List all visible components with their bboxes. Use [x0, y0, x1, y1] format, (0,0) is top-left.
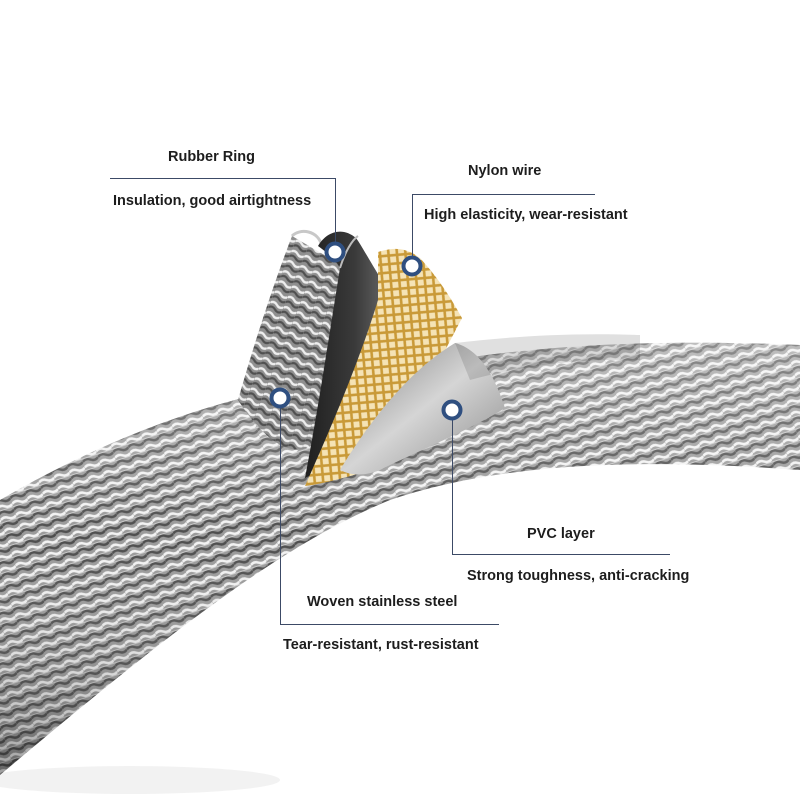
rubber-ring-leader [335, 178, 336, 252]
rubber-ring-layer [305, 231, 388, 478]
pvc-layer-marker [441, 399, 463, 421]
nylon-wire-marker [401, 255, 423, 277]
rubber-ring-title-line [110, 178, 335, 179]
rubber-ring-description: Insulation, good airtightness [113, 193, 312, 209]
pvc-layer-title: PVC layer [527, 526, 595, 542]
steel-title-line [280, 624, 499, 625]
nylon-wire-description: High elasticity, wear-resistant [424, 207, 628, 223]
rubber-ring-title: Rubber Ring [168, 149, 255, 165]
steel-title: Woven stainless steel [307, 594, 458, 610]
nylon-wire-title-line [412, 194, 595, 195]
steel-description: Tear-resistant, rust-resistant [283, 637, 479, 653]
nylon-wire-title: Nylon wire [468, 163, 542, 179]
steel-marker [269, 387, 291, 409]
pvc-layer-face [340, 343, 505, 475]
pvc-layer-title-line [452, 554, 670, 555]
pvc-layer-description: Strong toughness, anti-cracking [467, 568, 690, 584]
pvc-layer-leader [452, 410, 453, 554]
rubber-ring-marker [324, 241, 346, 263]
steel-leader [280, 398, 281, 624]
nylon-mesh-layer [305, 248, 462, 486]
nylon-wire-leader [412, 194, 413, 266]
